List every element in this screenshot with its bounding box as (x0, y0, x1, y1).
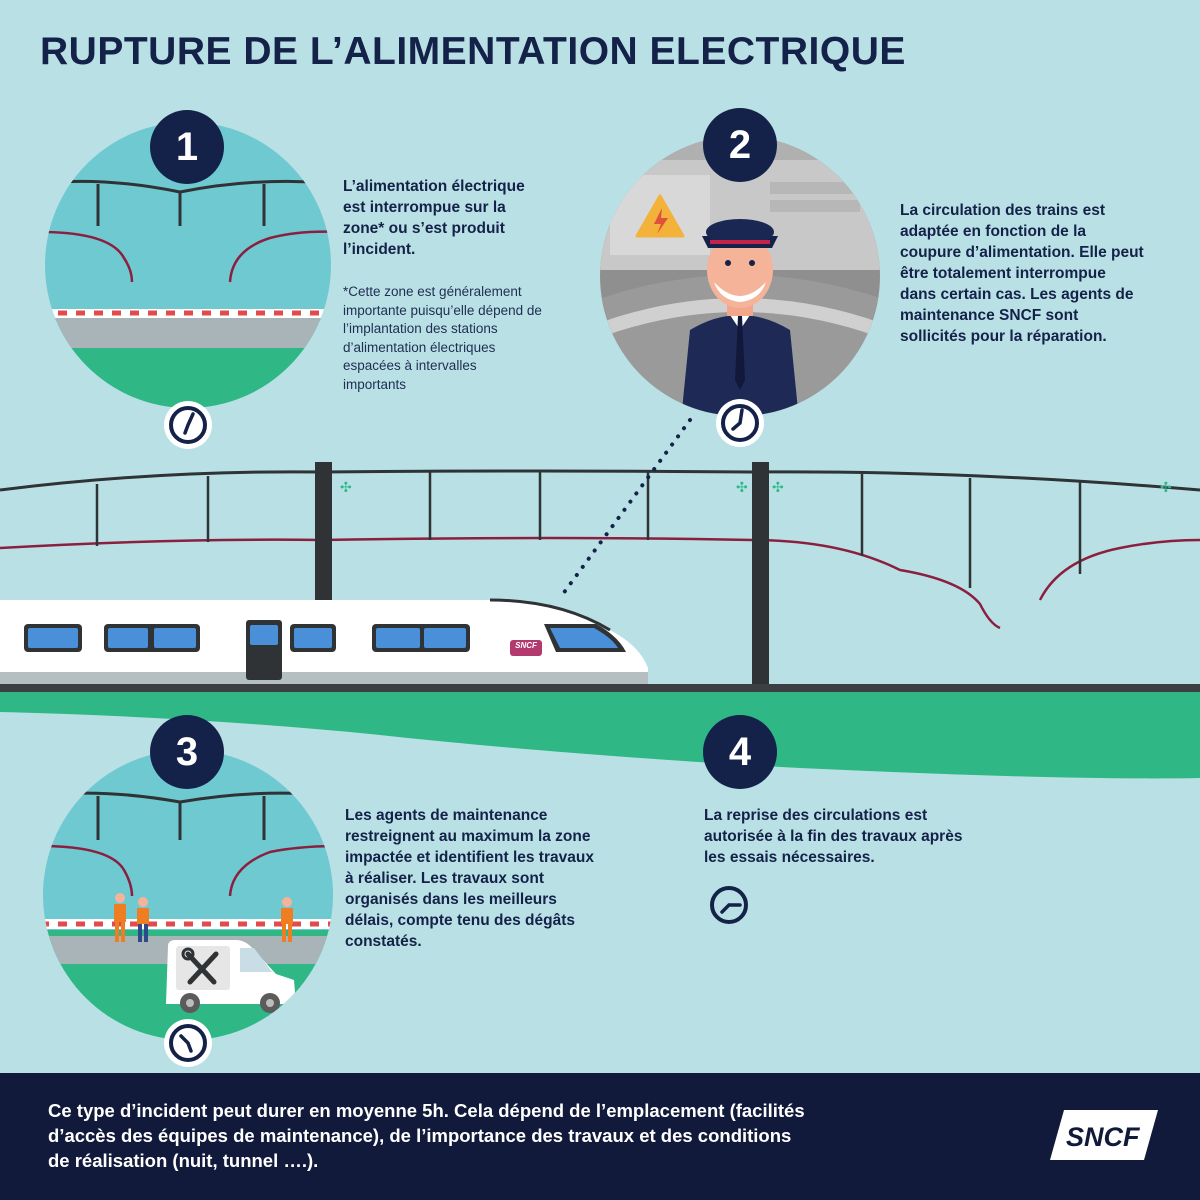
step-1-text: L’alimentation électrique est interrompu… (343, 178, 525, 258)
footer-bar (0, 1073, 1200, 1200)
clock-icon (704, 880, 754, 930)
wrench-screwdriver-icon (181, 947, 219, 985)
catenary: ✣ ✣ ✣ ✣ (0, 462, 1200, 684)
svg-text:✣: ✣ (340, 480, 352, 496)
step-2-text: La circulation des trains est adaptée en… (900, 202, 1144, 345)
maintenance-worker (281, 897, 293, 942)
step-3-text: Les agents de maintenance restreignent a… (345, 807, 594, 950)
svg-text:✣: ✣ (736, 480, 748, 496)
step-2-number: 2 (728, 122, 752, 167)
train (0, 598, 1200, 692)
step-1-number-badge: 1 (150, 110, 224, 184)
sncf-logo: SNCF (1048, 1108, 1160, 1162)
step-3-illustration (43, 750, 333, 1040)
train-sncf-logo: SNCF (515, 641, 537, 650)
svg-text:✣: ✣ (772, 480, 784, 496)
step-4-number-badge: 4 (703, 715, 777, 789)
warning-lightning-icon (635, 194, 685, 238)
step-4-number: 4 (728, 729, 752, 774)
clock-icon (715, 398, 765, 448)
footer-text: Ce type d’incident peut durer en moyenne… (48, 1100, 805, 1171)
step-3-number: 3 (175, 729, 199, 774)
step-1-number: 1 (175, 124, 199, 169)
clock-icon (163, 400, 213, 450)
step-2-number-badge: 2 (703, 108, 777, 182)
page-title: RUPTURE DE L’ALIMENTATION ELECTRIQUE (40, 30, 906, 73)
connector-dotted (558, 418, 692, 600)
maintenance-worker (114, 893, 126, 942)
step-3-number-badge: 3 (150, 715, 224, 789)
pole (752, 462, 769, 684)
maintenance-worker (137, 897, 149, 942)
ground-band (0, 690, 1200, 779)
step-1-note: *Cette zone est généralement importante … (343, 284, 542, 392)
svg-text:✣: ✣ (1160, 480, 1172, 496)
sncf-logo-text: SNCF (1066, 1122, 1141, 1152)
step-4-text: La reprise des circulations est autorisé… (704, 807, 963, 866)
clock-icon (163, 1018, 213, 1068)
pole (315, 462, 332, 630)
